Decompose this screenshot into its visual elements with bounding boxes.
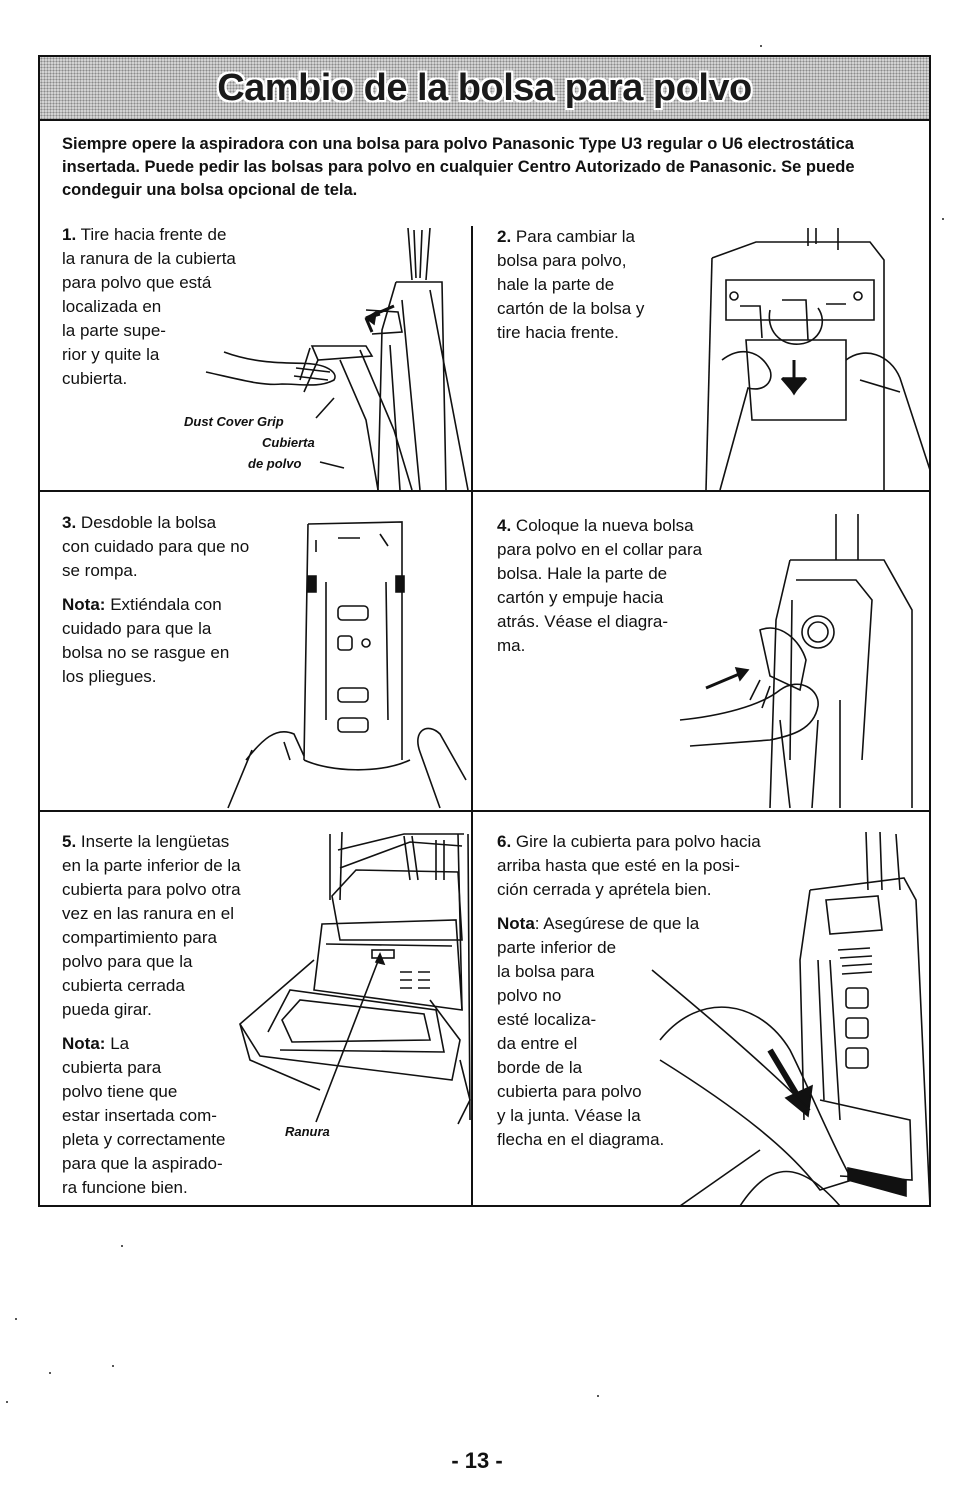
page-frame: Cambio de la bolsa para polvo Siempre op…: [38, 55, 931, 1207]
step-6-line-3: ción cerrada y aprétela bien.: [497, 880, 712, 899]
step-5-note-line-5: pleta y correctamente: [62, 1130, 226, 1149]
step-3-number: 3.: [62, 513, 77, 532]
print-speck: [15, 1318, 17, 1320]
step-6-note-line-5: esté localiza-: [497, 1010, 597, 1029]
step-2-text: 2. Para cambiar la bolsa para polvo, hal…: [497, 225, 697, 345]
step-2-line-4: cartón de la bolsa y: [497, 299, 645, 318]
step-6-note-line-8: cubierta para polvo: [497, 1082, 642, 1101]
step-3-line-2: con cuidado para que no: [62, 537, 250, 556]
step-5-note-line-2: cubierta para: [62, 1058, 162, 1077]
caption-dust-cover-grip: Dust Cover Grip: [184, 414, 284, 429]
step-5-note-label: Nota:: [62, 1034, 106, 1053]
step-2-number: 2.: [497, 227, 512, 246]
step-2-line-1: Para cambiar la: [515, 227, 635, 246]
caption-cubierta-line-2: de polvo: [248, 456, 302, 471]
step-6-note-line-4: polvo no: [497, 986, 562, 1005]
step-3-text: 3. Desdoble la bolsa con cuidado para qu…: [62, 511, 302, 689]
step-1-line-5: la parte supe-: [62, 321, 166, 340]
step-5-text: 5. Inserte la lengüetas en la parte infe…: [62, 830, 292, 1200]
step-1-number: 1.: [62, 225, 77, 244]
step-6-note-label: Nota: [497, 914, 535, 933]
step-6-note-line-7: borde de la: [497, 1058, 583, 1077]
step-5-number: 5.: [62, 832, 77, 851]
step-3-note-line-2: cuidado para que la: [62, 619, 212, 638]
step-4-line-1: Coloque la nueva bolsa: [515, 516, 694, 535]
grid-line-row1: [38, 490, 931, 492]
step-1-line-3: para polvo que está: [62, 273, 212, 292]
step-4-text: 4. Coloque la nueva bolsa para polvo en …: [497, 514, 757, 658]
step-6-line-1: Gire la cubierta para polvo hacia: [515, 832, 761, 851]
page-number: - 13 -: [451, 1448, 503, 1473]
step-6-note-line-6: da entre el: [497, 1034, 578, 1053]
step-5-line-7: cubierta cerrada: [62, 976, 185, 995]
step-3-note-line-1: Extiéndala con: [110, 595, 222, 614]
step-6-text: 6. Gire la cubierta para polvo hacia arr…: [497, 830, 827, 1152]
intro-paragraph: Siempre opere la aspiradora con una bols…: [62, 135, 855, 199]
title-bar: Cambio de la bolsa para polvo: [40, 57, 929, 121]
step-3-line-3: se rompa.: [62, 561, 138, 580]
step-1-line-4: localizada en: [62, 297, 162, 316]
step-5-line-8: pueda girar.: [62, 1000, 152, 1019]
step-5-line-5: compartimiento para: [62, 928, 217, 947]
step-5-note-line-6: para que la aspirado-: [62, 1154, 223, 1173]
step-1-line-6: rior y quite la: [62, 345, 160, 364]
print-speck: [6, 1401, 8, 1403]
step-6-number: 6.: [497, 832, 512, 851]
step-3-note-label: Nota:: [62, 595, 106, 614]
step-1-line-7: cubierta.: [62, 369, 128, 388]
step-5-line-1: Inserte la lengüetas: [80, 832, 230, 851]
step-1-line-1: Tire hacia frente de: [80, 225, 227, 244]
step-2-line-2: bolsa para polvo,: [497, 251, 627, 270]
print-speck: [121, 1245, 123, 1247]
print-speck: [942, 218, 944, 220]
step-4-line-2: para polvo en el collar para: [497, 540, 703, 559]
step-3-line-1: Desdoble la bolsa: [80, 513, 217, 532]
step-6-note-line-3: la bolsa para: [497, 962, 595, 981]
print-speck: [597, 1395, 599, 1397]
step-2-line-3: hale la parte de: [497, 275, 615, 294]
print-speck: [112, 1365, 114, 1367]
step-1-text: 1. Tire hacia frente de la ranura de la …: [62, 223, 292, 391]
step-4-line-4: cartón y empuje hacia: [497, 588, 664, 607]
step-6-note-line-1: : Asegúrese de que la: [534, 914, 700, 933]
caption-ranura: Ranura: [285, 1124, 330, 1139]
step-4-line-5: atrás. Véase el diagra-: [497, 612, 669, 631]
step-5-note-line-1: La: [110, 1034, 130, 1053]
step-3-note-line-3: bolsa no se rasgue en: [62, 643, 230, 662]
step-5-line-3: cubierta para polvo otra: [62, 880, 241, 899]
grid-line-col: [471, 226, 473, 1207]
step-6-note-line-10: flecha en el diagrama.: [497, 1130, 665, 1149]
step-5-note-line-7: ra funcione bien.: [62, 1178, 188, 1197]
step-6-note-line-9: y la junta. Véase la: [497, 1106, 641, 1125]
caption-cubierta-line-1: Cubierta: [262, 435, 315, 450]
step-5-line-2: en la parte inferior de la: [62, 856, 241, 875]
step-5-line-6: polvo para que la: [62, 952, 193, 971]
step-6-line-2: arriba hasta que esté en la posi-: [497, 856, 740, 875]
step-5-note-line-4: estar insertada com-: [62, 1106, 217, 1125]
step-1-line-2: la ranura de la cubierta: [62, 249, 236, 268]
print-speck: [49, 1372, 51, 1374]
step-4-line-3: bolsa. Hale la parte de: [497, 564, 668, 583]
step-3-note-line-4: los pliegues.: [62, 667, 157, 686]
step-2-line-5: tire hacia frente.: [497, 323, 619, 342]
step-4-number: 4.: [497, 516, 512, 535]
step-5-line-4: vez en las ranura en el: [62, 904, 234, 923]
print-speck: [760, 45, 762, 47]
step-4-line-6: ma.: [497, 636, 526, 655]
step-5-note-line-3: polvo tiene que: [62, 1082, 178, 1101]
step-6-note-line-2: parte inferior de: [497, 938, 617, 957]
page-title: Cambio de la bolsa para polvo: [217, 66, 752, 109]
grid-line-row2: [38, 810, 931, 812]
